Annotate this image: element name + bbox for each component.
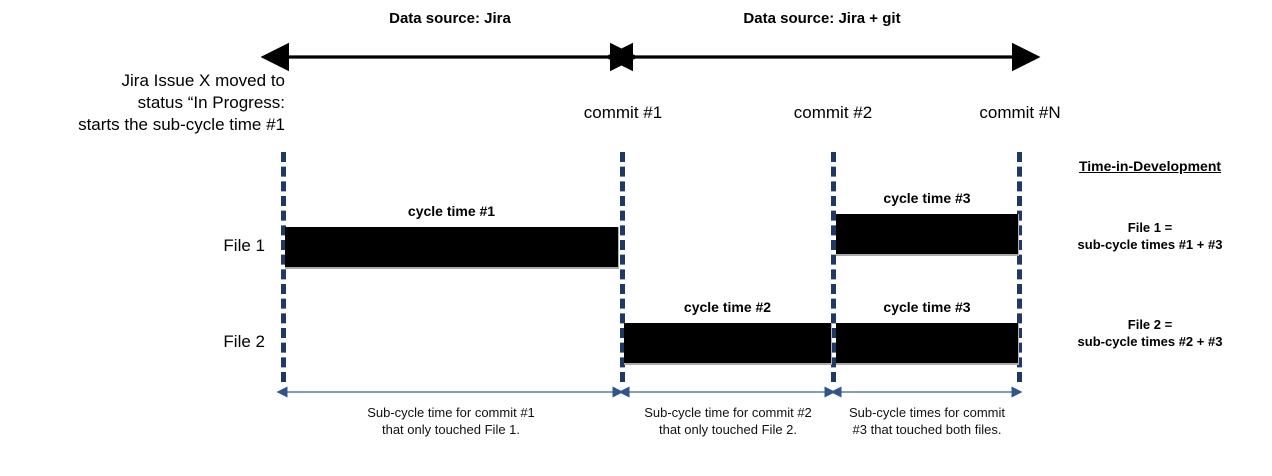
time-in-development-file-2: File 2 = sub-cycle times #2 + #3 [1040, 316, 1260, 350]
bar-label-file1-cycle3: cycle time #3 [883, 190, 971, 206]
caption-2-line-1: Sub-cycle time for commit #2 [644, 405, 812, 420]
caption-brackets [276, 386, 1023, 398]
tid-file-1-line-2: sub-cycle times #1 + #3 [1077, 237, 1223, 252]
caption-2-line-2: that only touched File 2. [658, 422, 798, 437]
commit-marker-1-label: commit #1 [583, 103, 663, 122]
divider-commit-1 [620, 152, 625, 382]
caption-commit-1: Sub-cycle time for commit #1 that only t… [281, 404, 621, 438]
caption-1-line-1: Sub-cycle time for commit #1 [367, 405, 535, 420]
bar-file2-cycle2 [624, 323, 832, 365]
bar-label-file2-cycle3: cycle time #3 [883, 299, 971, 315]
bar-file1-cycle1 [285, 227, 619, 269]
bar-label-file2-cycle2: cycle time #2 [683, 299, 772, 315]
bar-file1-cycle3 [836, 214, 1019, 256]
band-label-jira: Data source: Jira [389, 10, 511, 27]
row-label-file-1: File 1 [223, 236, 265, 255]
divider-start [281, 152, 286, 382]
time-in-development-title: Time-in-Development [1078, 158, 1222, 174]
band-arrows [260, 42, 1041, 72]
left-note-line-3: starts the sub-cycle time #1 [78, 115, 285, 134]
tid-file-1-line-1: File 1 = [1127, 220, 1173, 235]
bar-label-file1-cycle1: cycle time #1 [407, 203, 496, 219]
caption-commit-3: Sub-cycle times for commit #3 that touch… [834, 404, 1020, 438]
caption-3-line-2: #3 that touched both files. [852, 422, 1002, 437]
bar-file2-cycle3 [836, 323, 1019, 365]
divider-commit-2 [831, 152, 836, 382]
caption-3-line-1: Sub-cycle times for commit [848, 405, 1006, 420]
tid-file-2-line-1: File 2 = [1127, 317, 1173, 332]
band-label-jira-git: Data source: Jira + git [743, 10, 901, 27]
caption-1-line-2: that only touched File 1. [381, 422, 521, 437]
row-label-file-2: File 2 [223, 332, 265, 351]
left-note: Jira Issue X moved to status “In Progres… [8, 70, 285, 136]
commit-marker-2-label: commit #2 [793, 103, 873, 122]
divider-commit-n [1017, 152, 1022, 382]
left-note-line-2: status “In Progress: [137, 93, 285, 112]
left-note-line-1: Jira Issue X moved to [121, 71, 285, 90]
time-in-development-file-1: File 1 = sub-cycle times #1 + #3 [1040, 219, 1260, 253]
tid-file-2-line-2: sub-cycle times #2 + #3 [1077, 334, 1223, 349]
commit-marker-n-label: commit #N [979, 103, 1061, 122]
caption-commit-2: Sub-cycle time for commit #2 that only t… [622, 404, 834, 438]
